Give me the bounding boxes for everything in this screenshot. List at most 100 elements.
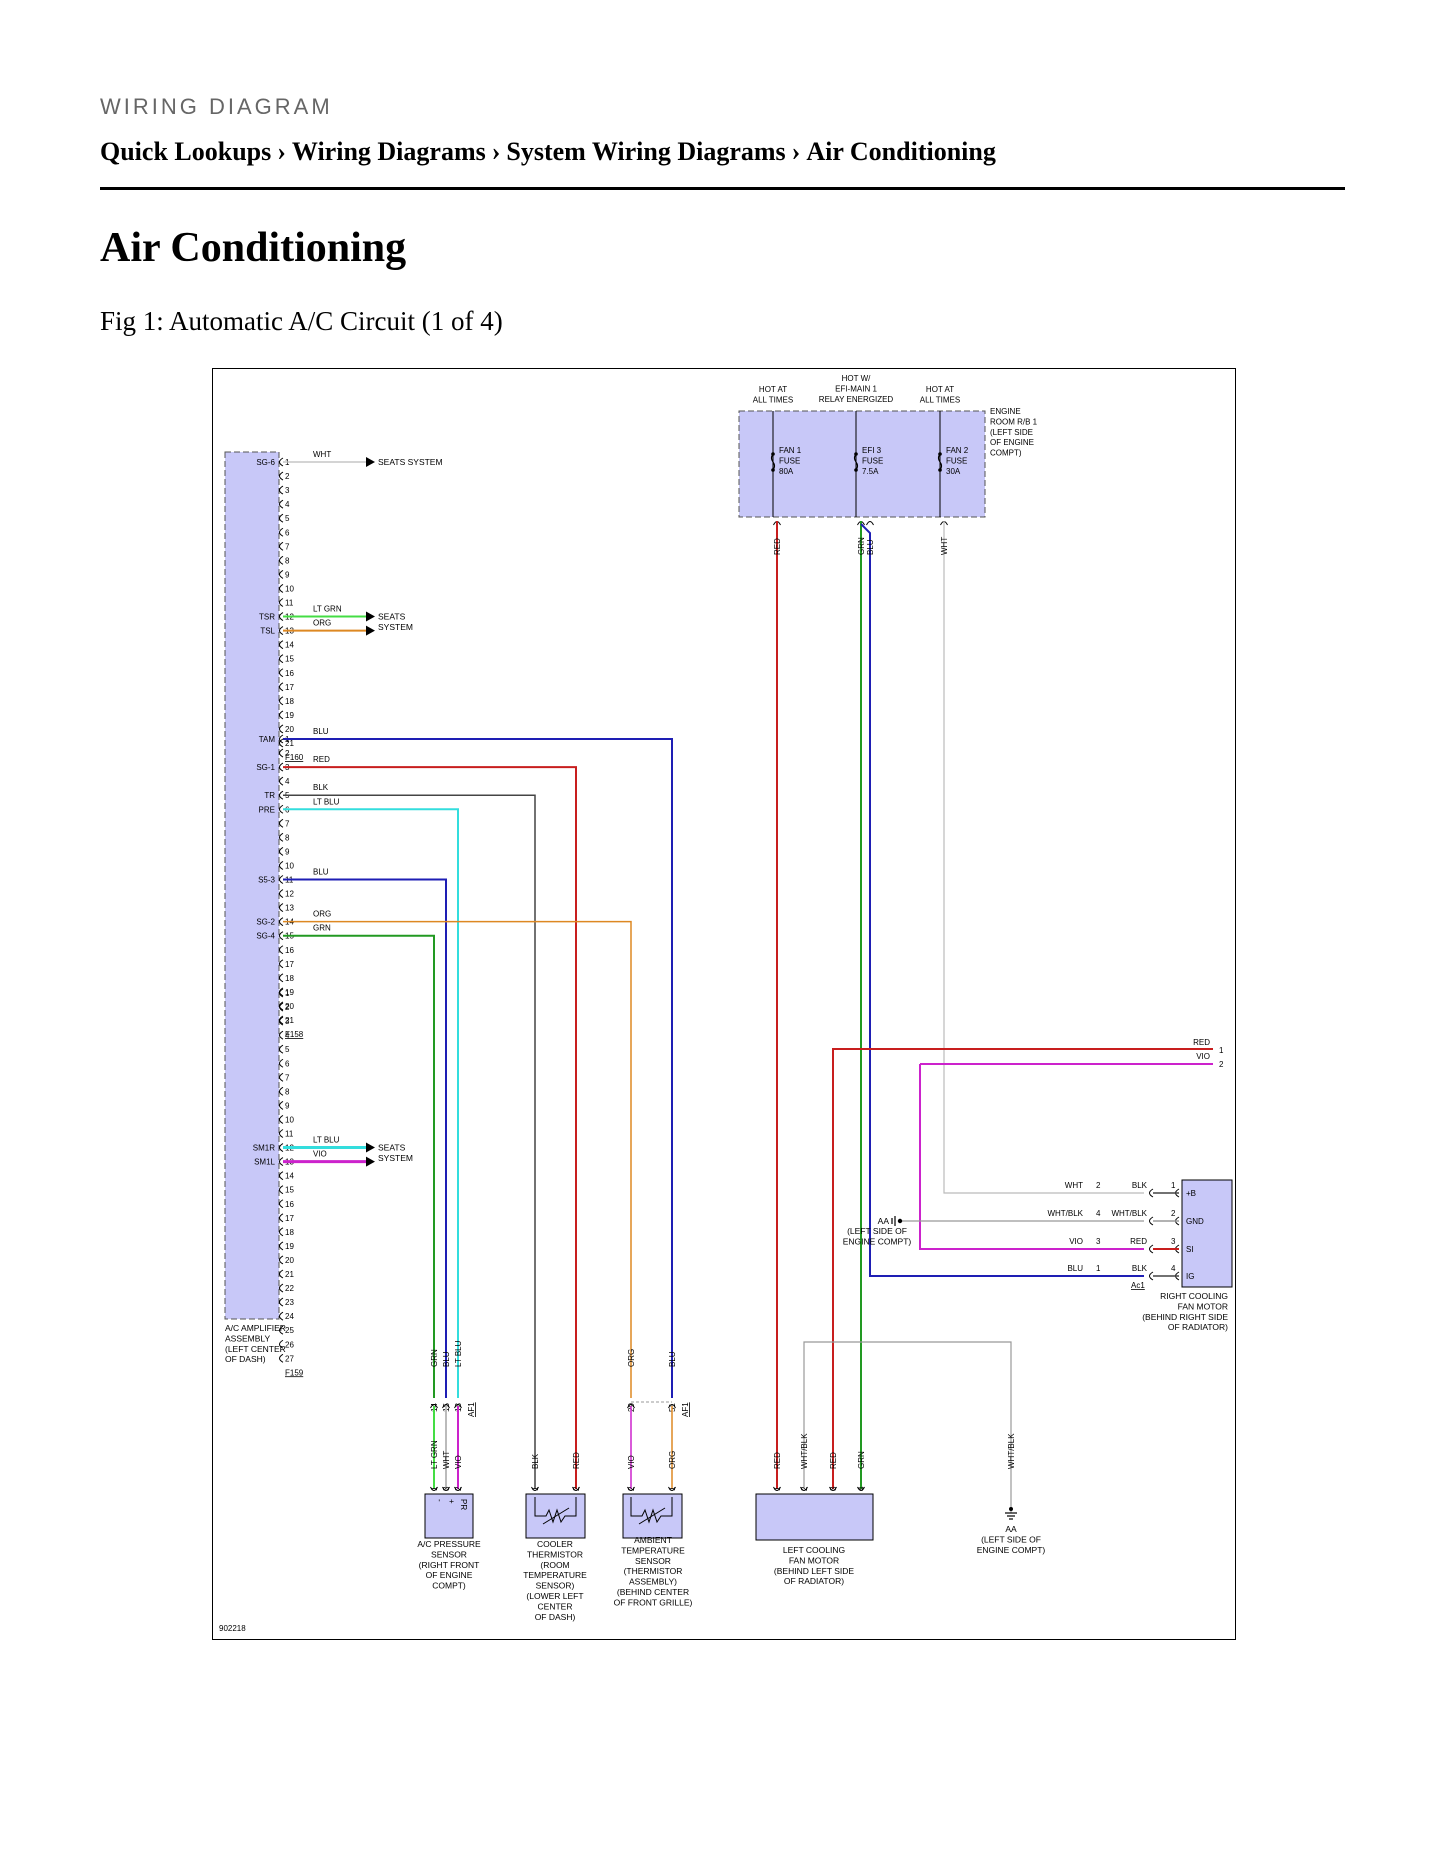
amp-pin-connector (279, 917, 284, 927)
wire-color-label: BLK (1132, 1181, 1148, 1190)
wire-color-label: RED (1193, 1038, 1210, 1047)
wire-efi3-blu (860, 523, 1144, 1277)
amp-pin-number: 12 (285, 890, 294, 899)
amp-terminal-name: TAM (259, 735, 276, 744)
breadcrumb-system-wiring-diagrams[interactable]: System Wiring Diagrams (506, 137, 786, 166)
right-cooling-fan-motor-label: FAN MOTOR (1178, 1301, 1228, 1311)
fan-pin-number: 3 (829, 1486, 838, 1491)
wire-color-label: RED (773, 1452, 782, 1469)
arrow-seats-system (366, 611, 375, 622)
amp-pin-number: 20 (285, 1002, 294, 1011)
amp-pin-connector (279, 1016, 284, 1026)
engine-room-rb1-label: (LEFT SIDE (990, 428, 1033, 437)
power-condition-label: RELAY ENERGIZED (819, 395, 894, 404)
amp-pin-number: 20 (285, 1256, 294, 1265)
amp-pin-number: 18 (285, 697, 294, 706)
wire-color-label: WHT/BLK (800, 1433, 809, 1469)
amp-pin-connector (279, 889, 284, 898)
amp-pin-connector (279, 1171, 284, 1181)
fan-pin-number: 2 (800, 1486, 809, 1491)
right-cooling-fan-motor-label: OF RADIATOR) (1168, 1322, 1228, 1332)
thermistor-symbol (542, 1507, 570, 1525)
ac-pressure-sensor-label: (RIGHT FRONT (419, 1560, 480, 1570)
amp-terminal-name: SG-6 (256, 458, 275, 467)
wire-color-label: BLU (442, 1351, 451, 1367)
amp-pin-connector (279, 1044, 284, 1054)
amp-pin-connector (279, 668, 284, 678)
wire-color-label: RED (572, 1452, 581, 1469)
amp-assembly-label: OF DASH) (225, 1354, 266, 1364)
wire-color-label: VIO (313, 1150, 327, 1159)
amp-pin-connector (279, 1297, 284, 1307)
cooler-thermistor-label: THERMISTOR (527, 1549, 583, 1559)
seats-system-label: SYSTEM (378, 1153, 413, 1163)
amp-pin-number: 5 (285, 514, 290, 523)
amp-pin-connector (279, 959, 284, 969)
amp-pin-connector (279, 527, 284, 537)
amp-pin-connector (279, 1269, 284, 1279)
amp-pin-number: 7 (285, 819, 290, 828)
fuse-terminal (771, 468, 775, 472)
fan-pin-connector (1149, 1188, 1154, 1198)
fuse-terminal (938, 452, 942, 456)
amp-pin-connector (279, 513, 284, 523)
fan-pin-number: 4 (1096, 1209, 1101, 1218)
wire-pre (283, 808, 459, 1398)
amp-pin-number: 17 (285, 1214, 294, 1223)
harness-connector-id: AF1 (681, 1402, 690, 1417)
amp-assembly-label: (LEFT CENTER (225, 1344, 286, 1354)
fan-pin-connector (1149, 1244, 1154, 1254)
power-condition-label: HOT W/ (842, 374, 872, 383)
breadcrumb: Quick Lookups›Wiring Diagrams›System Wir… (100, 137, 996, 167)
cooler-thermistor-label: OF DASH) (535, 1612, 576, 1622)
amp-pin-number: 8 (285, 1087, 290, 1096)
wire-color-label: BLU (313, 868, 329, 877)
amp-pin-number: 1 (285, 989, 290, 998)
fuse-label: FUSE (862, 456, 883, 465)
fan-terminal-name: IG (1186, 1272, 1194, 1281)
amp-assembly-label: A/C AMPLIFIER (225, 1323, 286, 1333)
amp-pin-number: 2 (285, 749, 290, 758)
pressure-sensor-terminal: - (435, 1499, 444, 1502)
breadcrumb-quick-lookups[interactable]: Quick Lookups (100, 137, 272, 166)
amp-pin-number: 21 (285, 739, 294, 748)
cooler-thermistor-label: CENTER (538, 1601, 573, 1611)
engine-room-rb1-label: ENGINE (990, 407, 1021, 416)
amp-pin-number: 4 (285, 500, 290, 509)
amp-pin-connector (279, 626, 284, 636)
fuse-label: FAN 1 (779, 446, 802, 455)
amp-pin-number: 18 (285, 1228, 294, 1237)
amp-pin-number: 24 (285, 1312, 294, 1321)
engine-room-rb1-label: OF ENGINE (990, 438, 1034, 447)
amp-pin-connector (279, 931, 284, 941)
amp-assembly-body (224, 451, 280, 1320)
wire-color-label: GRN (313, 924, 331, 933)
ambient-sensor-label: ASSEMBLY) (629, 1577, 677, 1587)
harness-pin-connector (454, 1404, 462, 1409)
wire-color-label: BLU (866, 539, 875, 555)
harness-pin-connector (442, 1404, 450, 1409)
amp-terminal-name: SG-4 (256, 932, 275, 941)
pressure-sensor-terminal: + (447, 1499, 456, 1504)
wire-left-fan-e1 (803, 1341, 1012, 1513)
wire-color-label: ORG (627, 1349, 636, 1367)
fan-pin-connector (857, 1486, 865, 1491)
breadcrumb-air-conditioning[interactable]: Air Conditioning (806, 137, 996, 166)
sensor-pin-number: 2 (454, 1486, 463, 1491)
breadcrumb-wiring-diagrams[interactable]: Wiring Diagrams (291, 137, 486, 166)
amp-pin-number: 26 (285, 1340, 294, 1349)
wire-sg4 (283, 934, 435, 1398)
amp-pin-number: 7 (285, 1073, 290, 1082)
arrow-seats-system (366, 457, 375, 467)
ac-pressure-sensor-body (424, 1493, 474, 1539)
wire-left-fan-si (832, 1048, 1213, 1489)
power-condition-label: ALL TIMES (753, 395, 793, 404)
amp-pin-number: 16 (285, 669, 294, 678)
ground-aa-label: (LEFT SIDE OF (847, 1226, 907, 1236)
wire-color-label: ORG (668, 1451, 677, 1469)
ambient-sensor-label: (BEHIND CENTER (617, 1587, 689, 1597)
fuse-terminal (854, 468, 858, 472)
amp-pin-connector (279, 584, 284, 593)
wire-color-label: GRN (857, 1451, 866, 1469)
wire-color-label: LT GRN (313, 605, 342, 614)
